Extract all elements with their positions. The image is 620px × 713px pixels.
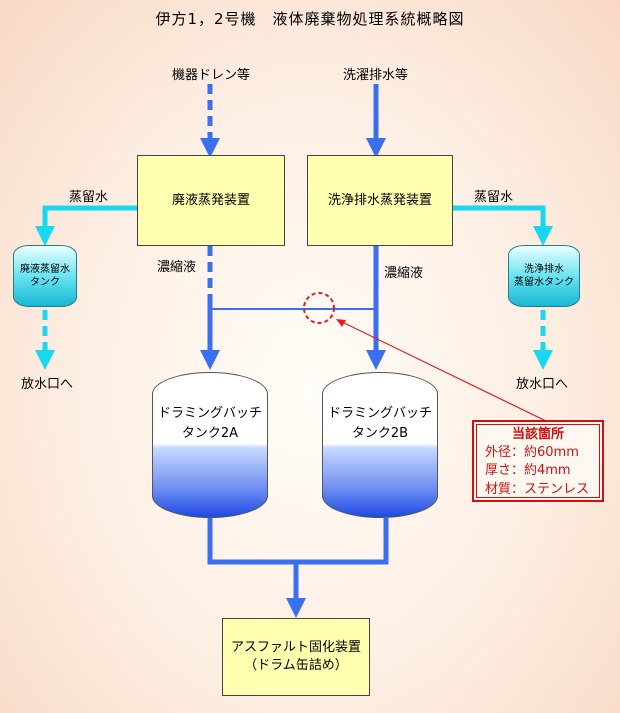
diagram-title: 伊方1，2号機 液体廃棄物処理系統概略図 (155, 10, 465, 28)
wash-distillate-tank-line1: 洗浄排水 (524, 264, 564, 275)
drumming-batch-tank-2a-label: ドラミングバッチ タンク2A (152, 404, 268, 443)
concentrate-right-label: 濃縮液 (384, 266, 424, 281)
waste-distillate-tank-line2: タンク (30, 277, 60, 288)
tank-2b-line2: タンク2B (351, 425, 409, 441)
asphalt-solidification-box: アスファルト固化装置 （ドラム缶詰め） (222, 618, 370, 696)
waste-distillate-tank: 廃液蒸留水 タンク (13, 245, 77, 307)
tank-a-outlet-pipe (207, 518, 296, 565)
drumming-batch-tank-2b (322, 372, 438, 518)
outlet-left-label: 放水口へ (21, 377, 74, 392)
waste-distillate-tank-line1: 廃液蒸留水 (20, 264, 70, 275)
tank-2a-line1: ドラミングバッチ (157, 406, 262, 421)
callout-line-material: 材質：ステンレス (485, 481, 590, 497)
wash-evaporator-label: 洗浄排水蒸発装置 (327, 192, 432, 208)
callout-line-diameter: 外径：約60mm (485, 445, 579, 461)
distillate-right-pipe (453, 205, 553, 246)
waste-evaporator-box: 廃液蒸発装置 (137, 155, 285, 246)
drumming-batch-tank-2a (152, 372, 268, 518)
tank-b-outlet-pipe (296, 518, 389, 565)
outlet-right-label: 放水口へ (516, 377, 569, 392)
drumming-batch-tank-2b-label: ドラミングバッチ タンク2B (322, 404, 438, 443)
distillate-left-label: 蒸留水 (69, 190, 109, 205)
asphalt-line2: （ドラム缶詰め） (244, 658, 348, 673)
failure-location-marker (303, 292, 335, 324)
tank-2b-line1: ドラミングバッチ (327, 406, 432, 421)
wash-distillate-tank-line2: 蒸留水タンク (514, 277, 574, 288)
callout-line-thickness: 厚さ：約4mm (485, 463, 571, 479)
tank-2a-line2: タンク2A (181, 425, 239, 441)
wash-evaporator-box: 洗浄排水蒸発装置 (307, 155, 453, 246)
distillate-right-label: 蒸留水 (474, 190, 514, 205)
distillate-left-pipe (35, 205, 137, 246)
input-right-label: 洗濯排水等 (343, 68, 409, 83)
location-callout-inner: 当該箇所 外径：約60mm 厚さ：約4mm 材質：ステンレス (476, 424, 600, 498)
location-callout: 当該箇所 外径：約60mm 厚さ：約4mm 材質：ステンレス (472, 420, 604, 502)
callout-title: 当該箇所 (511, 427, 564, 442)
input-left-label: 機器ドレン等 (172, 68, 251, 83)
waste-evaporator-label: 廃液蒸発装置 (171, 192, 250, 208)
concentrate-left-label: 濃縮液 (157, 260, 197, 275)
wash-distillate-tank: 洗浄排水 蒸留水タンク (508, 245, 580, 307)
callout-leader (337, 319, 549, 423)
asphalt-line1: アスファルト固化装置 (230, 640, 361, 656)
